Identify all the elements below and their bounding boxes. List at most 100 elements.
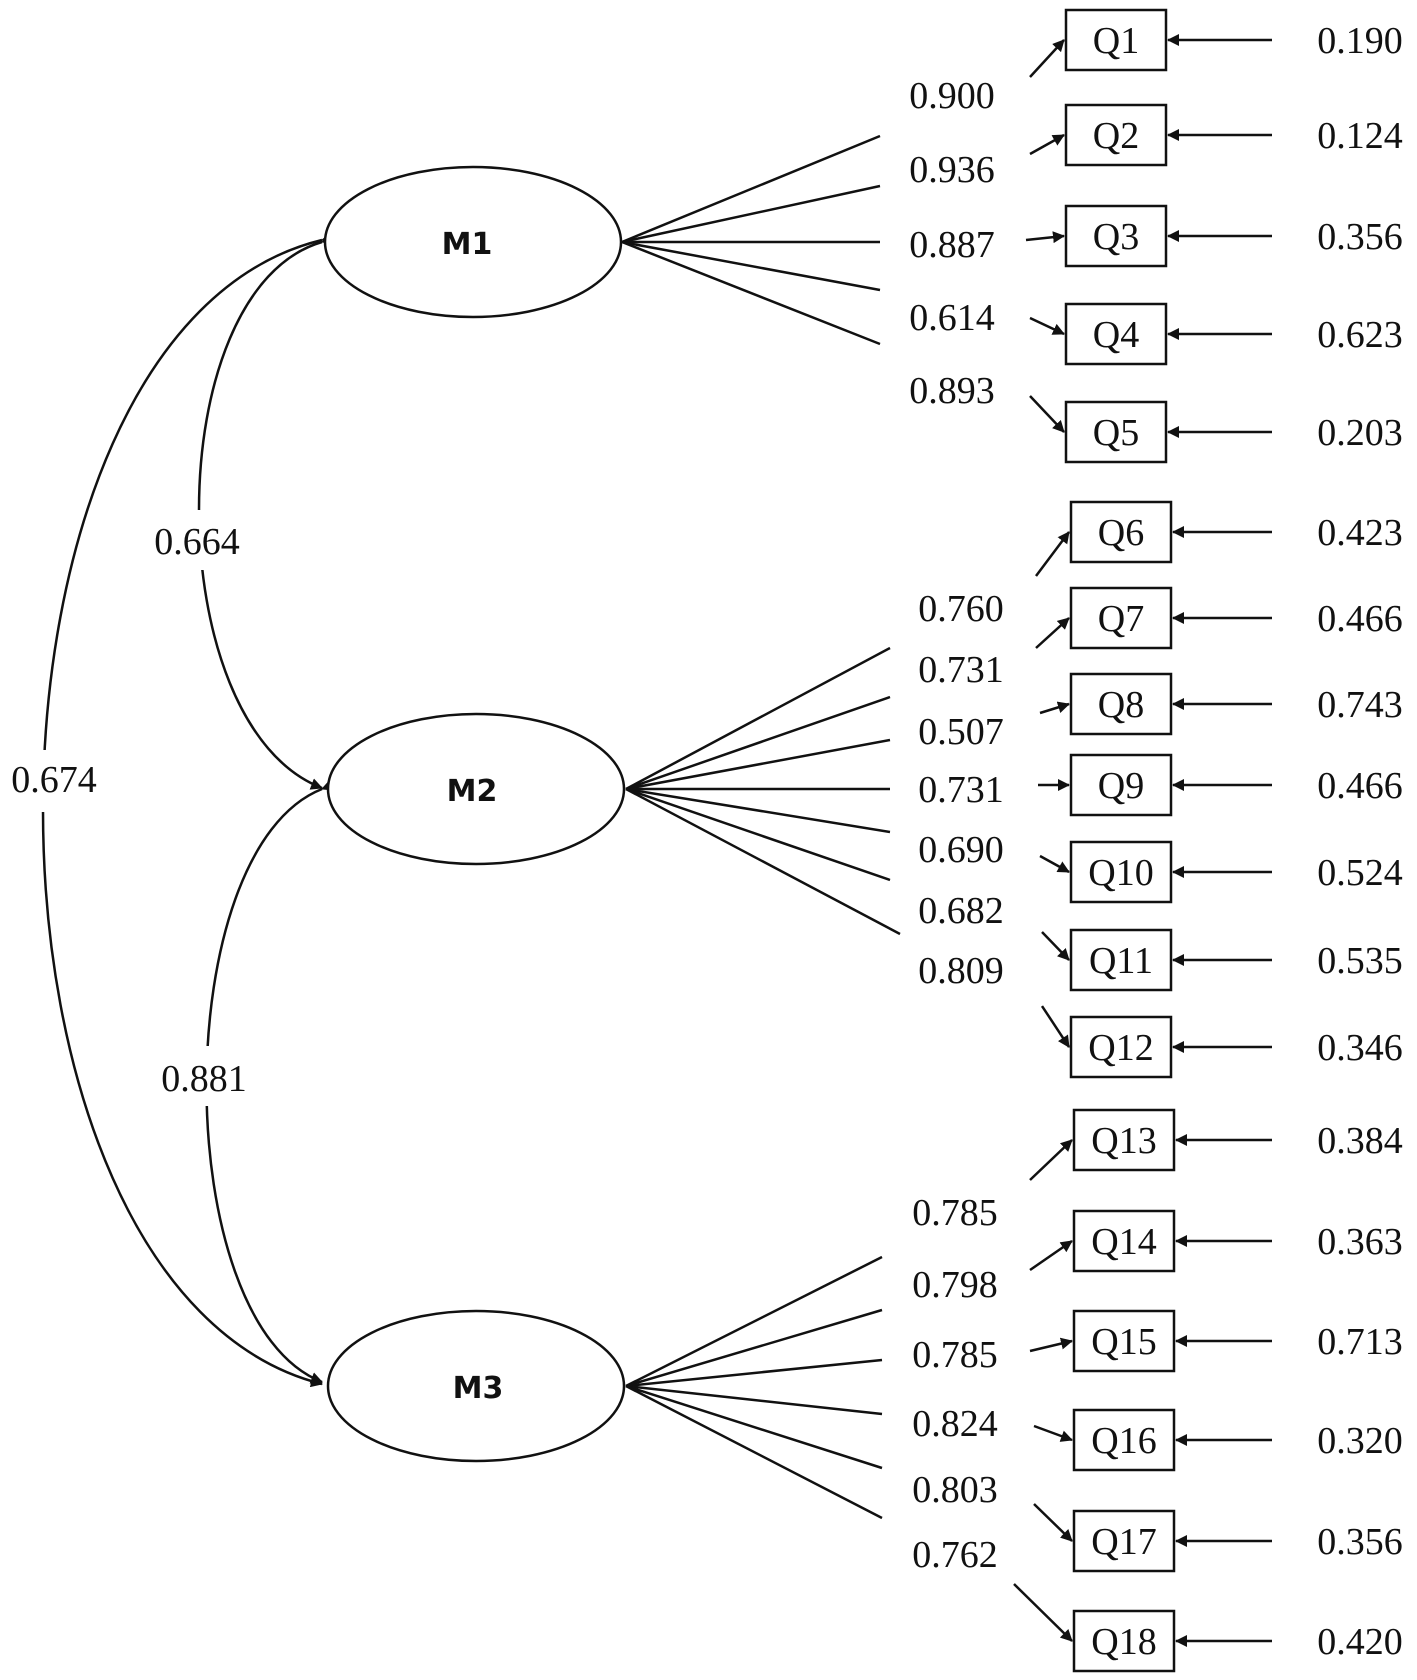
fan-line-m3 (625, 1384, 883, 1416)
fan-line-m3 (625, 1255, 883, 1388)
error-variance-label: 0.190 (1317, 20, 1403, 62)
factor-m1[interactable]: M1 (323, 165, 623, 319)
indicator-label: Q3 (1093, 216, 1139, 258)
loading-arrow (1040, 1005, 1071, 1048)
indicator-label: Q1 (1093, 20, 1139, 62)
fan-line-m2 (625, 738, 891, 791)
indicator-box[interactable] (1069, 928, 1173, 992)
loading-arrow (1029, 1239, 1073, 1272)
loading-arrow (1029, 133, 1065, 156)
error-variance-label: 0.346 (1317, 1027, 1403, 1069)
fan-line-m3 (625, 1308, 883, 1388)
corr-arc-m1-m2 (197, 233, 335, 790)
error-variance-label: 0.423 (1317, 512, 1403, 554)
loading-label: 0.887 (909, 224, 995, 266)
loading-arrow (1025, 231, 1065, 244)
indicator-box[interactable] (1069, 500, 1173, 564)
factor-m3[interactable]: M3 (326, 1309, 626, 1463)
loading-arrow (1035, 617, 1070, 649)
fan-line-m3 (625, 1358, 883, 1388)
fan-line-m2 (625, 787, 891, 834)
factor-label: M1 (442, 227, 493, 262)
loading-arrow (1033, 1424, 1073, 1442)
indicator-box[interactable] (1072, 1509, 1176, 1573)
indicator-label: Q14 (1091, 1221, 1156, 1263)
indicator-box[interactable] (1069, 586, 1173, 650)
factor-ellipse (326, 1309, 626, 1463)
loading-label: 0.682 (918, 890, 1004, 932)
loading-label: 0.614 (909, 297, 995, 339)
corr-label-bg (140, 510, 250, 570)
error-variance-label: 0.466 (1317, 598, 1403, 640)
error-variance-label: 0.124 (1317, 115, 1403, 157)
indicator-box[interactable] (1064, 103, 1168, 167)
loading-label: 0.893 (909, 370, 995, 412)
loading-label: 0.785 (912, 1334, 998, 1376)
error-variance-label: 0.356 (1317, 216, 1403, 258)
loading-arrow (1013, 1583, 1073, 1642)
loading-label: 0.824 (912, 1403, 998, 1445)
error-variance-label: 0.535 (1317, 940, 1403, 982)
fan-line-m2 (625, 695, 891, 791)
indicator-label: Q10 (1088, 852, 1153, 894)
indicator-box[interactable] (1072, 1209, 1176, 1273)
factor-m2[interactable]: M2 (326, 712, 626, 866)
factor-ellipse (326, 712, 626, 866)
loading-arrow (1029, 1139, 1073, 1181)
loading-arrow (1035, 531, 1070, 577)
fan-line-m1 (621, 240, 881, 292)
indicator-box[interactable] (1069, 753, 1173, 817)
indicator-label: Q2 (1093, 115, 1139, 157)
error-variance-label: 0.363 (1317, 1221, 1403, 1263)
indicator-label: Q6 (1098, 512, 1144, 554)
indicator-box[interactable] (1064, 302, 1168, 366)
indicator-row-q14: Q14 0.363 0.798 (912, 1209, 1403, 1306)
indicator-label: Q16 (1091, 1420, 1156, 1462)
indicator-box[interactable] (1069, 672, 1173, 736)
indicator-box[interactable] (1072, 1108, 1176, 1172)
error-variance-label: 0.420 (1317, 1621, 1403, 1663)
loading-arrow (1029, 39, 1065, 78)
correlation-labels: 0.664 0.881 0.674 (2, 510, 258, 1106)
indicator-box[interactable] (1064, 204, 1168, 268)
corr-label-m1-m2: 0.664 (154, 521, 240, 563)
loading-label: 0.798 (912, 1264, 998, 1306)
indicator-box[interactable] (1069, 840, 1173, 904)
loading-arrow (1029, 395, 1065, 433)
factor-label: M2 (447, 774, 498, 809)
loading-label: 0.690 (918, 829, 1004, 871)
indicator-label: Q18 (1091, 1621, 1156, 1663)
loading-label: 0.785 (912, 1192, 998, 1234)
fan-line-m1 (621, 240, 881, 346)
loading-arrow (1039, 701, 1070, 715)
error-variance-label: 0.713 (1317, 1321, 1403, 1363)
fan-line-m1 (621, 134, 881, 244)
corr-label-m2-m3: 0.881 (161, 1058, 247, 1100)
indicator-label: Q9 (1098, 765, 1144, 807)
indicator-label: Q12 (1088, 1027, 1153, 1069)
corr-label-bg (2, 750, 112, 812)
indicator-box[interactable] (1064, 8, 1168, 72)
indicator-box[interactable] (1072, 1309, 1176, 1373)
indicator-label: Q17 (1091, 1521, 1156, 1563)
loading-arrow (1041, 931, 1070, 961)
indicator-row-q1: Q1 0.190 0.900 (909, 8, 1403, 117)
indicator-box[interactable] (1064, 400, 1168, 464)
loading-label: 0.731 (918, 649, 1004, 691)
indicator-box[interactable] (1072, 1609, 1176, 1673)
fan-line-m2 (625, 787, 901, 936)
indicator-box[interactable] (1069, 1015, 1173, 1079)
indicator-box[interactable] (1072, 1408, 1176, 1472)
factor-label: M3 (453, 1371, 504, 1406)
loading-label: 0.900 (909, 75, 995, 117)
